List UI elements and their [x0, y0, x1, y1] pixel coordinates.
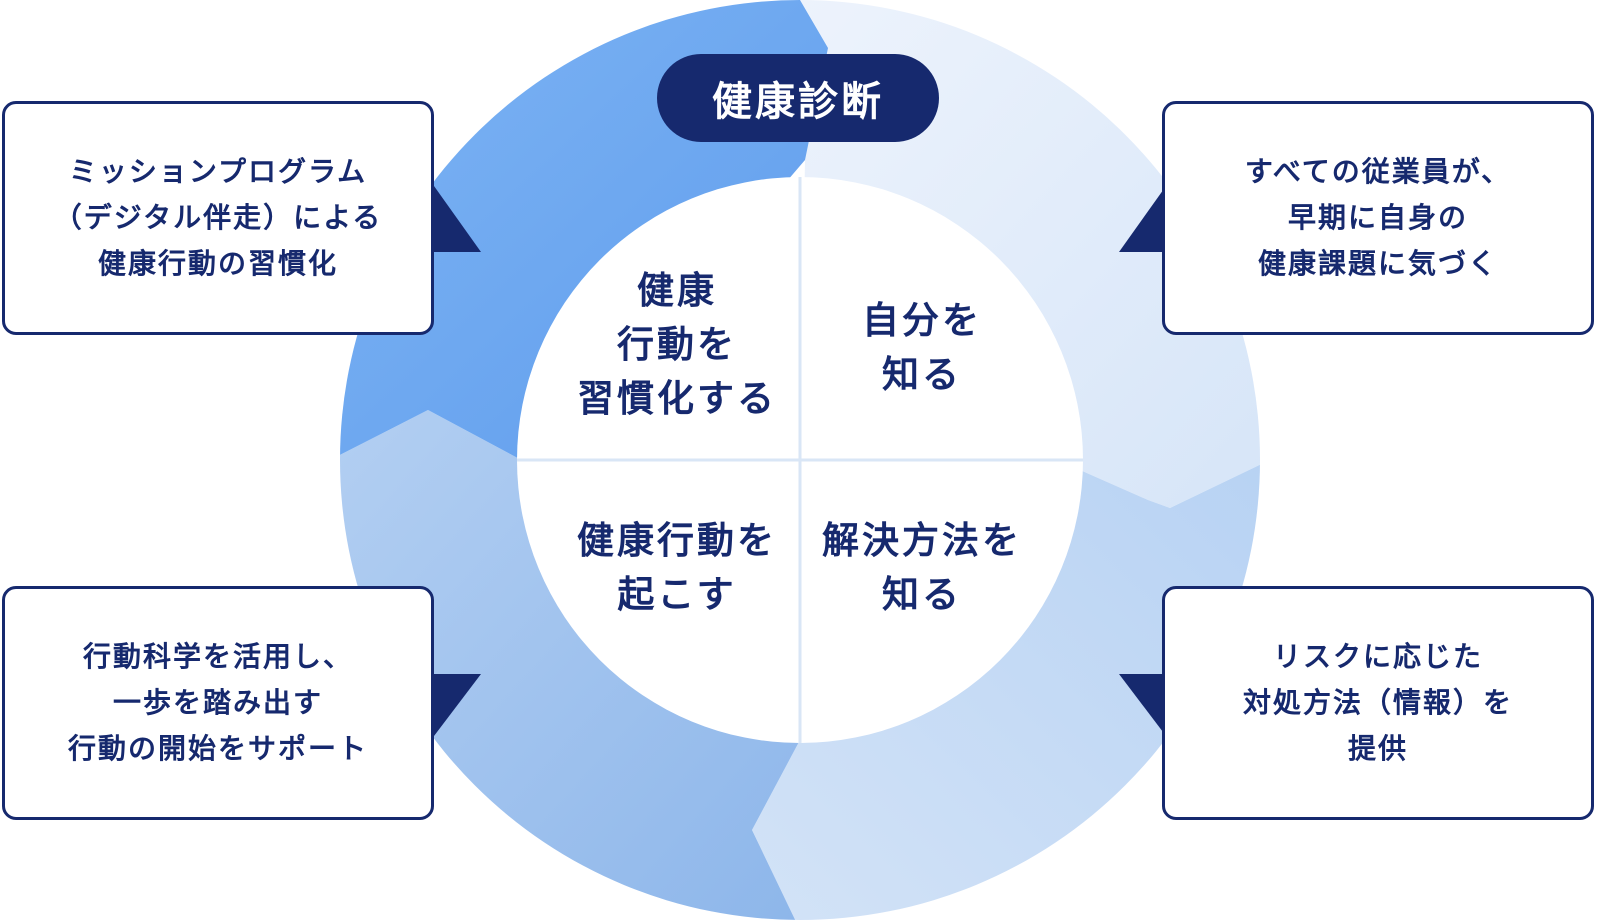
callout-pointer-bottom-right	[1119, 674, 1166, 736]
quadrant-make-habit: 健康 行動を 習慣化する	[542, 255, 812, 435]
callout-mission-program: ミッションプログラム （デジタル伴走）による 健康行動の習慣化	[2, 101, 434, 335]
quadrant-take-action-label: 健康行動を 起こす	[577, 519, 777, 616]
health-checkup-badge: 健康診断	[657, 54, 939, 142]
callout-early-awareness-text: すべての従業員が、 早期に自身の 健康課題に気づく	[1244, 155, 1512, 280]
callout-risk-information-text: リスクに応じた 対処方法（情報）を 提供	[1242, 640, 1513, 765]
callout-risk-information: リスクに応じた 対処方法（情報）を 提供	[1162, 586, 1594, 820]
callout-mission-program-text: ミッションプログラム （デジタル伴走）による 健康行動の習慣化	[53, 155, 383, 280]
callout-behavioral-science: 行動科学を活用し、 一歩を踏み出す 行動の開始をサポート	[2, 586, 434, 820]
callout-early-awareness: すべての従業員が、 早期に自身の 健康課題に気づく	[1162, 101, 1594, 335]
callout-behavioral-science-text: 行動科学を活用し、 一歩を踏み出す 行動の開始をサポート	[67, 640, 368, 765]
callout-pointer-top-right	[1119, 186, 1166, 252]
quadrant-take-action: 健康行動を 起こす	[542, 503, 812, 633]
callout-pointer-bottom-left	[434, 674, 481, 736]
quadrant-know-solution: 解決方法を 知る	[787, 503, 1057, 633]
health-checkup-label: 健康診断	[712, 79, 884, 125]
callout-pointer-top-left	[434, 186, 481, 252]
quadrant-make-habit-label: 健康 行動を 習慣化する	[577, 269, 777, 420]
quadrant-know-solution-label: 解決方法を 知る	[822, 519, 1022, 616]
quadrant-know-self-label: 自分を 知る	[862, 299, 982, 396]
quadrant-know-self: 自分を 知る	[787, 283, 1057, 413]
